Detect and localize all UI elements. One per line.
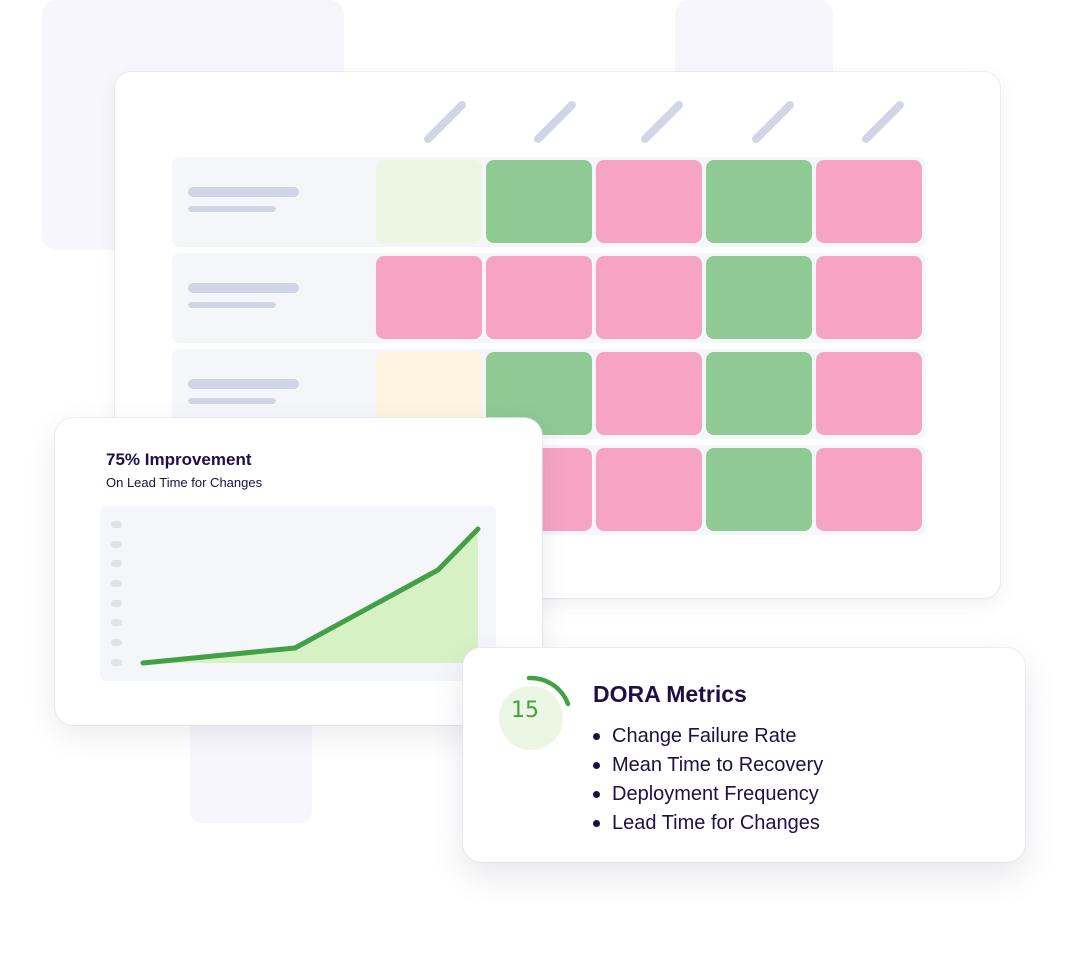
dora-metrics-list: Change Failure Rate Mean Time to Recover…: [591, 722, 823, 838]
bullet-icon: [593, 733, 600, 740]
y-axis-tick-placeholder: [111, 560, 122, 567]
heatmap-row: [172, 445, 926, 535]
background-panel-bottom: [190, 715, 312, 823]
row-label-placeholder: [188, 283, 299, 293]
progress-arc-icon: [499, 675, 571, 750]
row-label-placeholder: [188, 379, 299, 389]
row-sublabel-placeholder: [188, 206, 276, 212]
list-item: Deployment Frequency: [591, 780, 823, 809]
heatmap-cell: [376, 160, 482, 243]
heatmap-cell: [816, 160, 922, 243]
line-chart: [100, 506, 496, 681]
chart-title: 75% Improvement: [106, 450, 252, 469]
heatmap-card: [115, 72, 1000, 598]
heatmap-cell: [816, 448, 922, 531]
list-item: Mean Time to Recovery: [591, 751, 823, 780]
heatmap-cell: [376, 256, 482, 339]
heatmap-cell: [486, 256, 592, 339]
y-axis-tick-placeholder: [111, 600, 122, 607]
list-item: Change Failure Rate: [591, 722, 823, 751]
heatmap-row: [172, 157, 926, 247]
column-header-placeholder-3: [639, 99, 685, 145]
row-sublabel-placeholder: [188, 398, 276, 404]
bullet-icon: [593, 762, 600, 769]
y-axis-tick-placeholder: [111, 639, 122, 646]
y-axis-tick-placeholder: [111, 659, 122, 666]
trend-line-graphic: [140, 526, 481, 666]
heatmap-cell: [816, 352, 922, 435]
score-gauge: 15: [493, 674, 573, 754]
y-axis-tick-placeholder: [111, 619, 122, 626]
column-header-placeholder-2: [532, 99, 578, 145]
background-panel-top-right: [675, 0, 833, 80]
heatmap-cell: [706, 352, 812, 435]
heatmap-cell: [816, 256, 922, 339]
heatmap-cell: [596, 448, 702, 531]
heatmap-cell: [706, 256, 812, 339]
improvement-chart-card: 75% Improvement On Lead Time for Changes: [55, 418, 542, 725]
column-header-placeholder-4: [750, 99, 796, 145]
y-axis-tick-placeholder: [111, 580, 122, 587]
y-axis-tick-placeholder: [111, 541, 122, 548]
score-value: 15: [511, 698, 539, 723]
heatmap-row: [172, 253, 926, 343]
y-axis-tick-placeholder: [111, 521, 122, 528]
heatmap-cell: [596, 352, 702, 435]
dora-metrics-card: 15 DORA Metrics Change Failure Rate Mean…: [463, 648, 1025, 862]
heatmap-row: [172, 349, 926, 439]
heatmap-cell: [706, 160, 812, 243]
row-sublabel-placeholder: [188, 302, 276, 308]
heatmap-cell: [706, 448, 812, 531]
column-header-placeholder-1: [422, 99, 468, 145]
dora-title: DORA Metrics: [593, 681, 747, 707]
heatmap-cell: [486, 160, 592, 243]
row-label-placeholder: [188, 187, 299, 197]
heatmap-cell: [596, 256, 702, 339]
column-header-placeholder-5: [860, 99, 906, 145]
bullet-icon: [593, 820, 600, 827]
bullet-icon: [593, 791, 600, 798]
list-item: Lead Time for Changes: [591, 809, 823, 838]
heatmap-cell: [596, 160, 702, 243]
chart-subtitle: On Lead Time for Changes: [106, 475, 263, 490]
